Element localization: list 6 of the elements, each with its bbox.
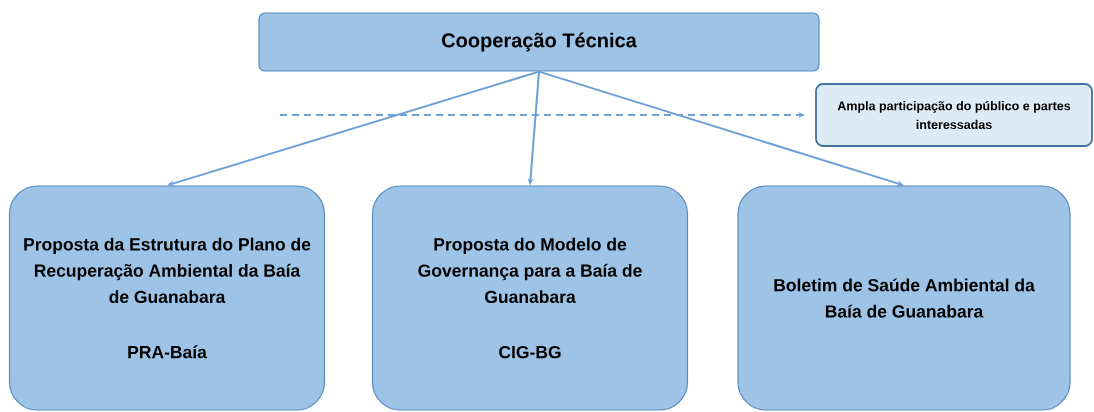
arrow (167, 70, 540, 187)
process-box: Boletim de Saúde Ambiental da Baía de Guanabara (737, 185, 1071, 411)
process-box: Proposta da Estrutura do Plano de Recuperação Ambiental da Baía de Guanabara PRA-Baía (8, 185, 326, 411)
process-box: Proposta do Modelo de Governança para a Baía de Guanabara CIG-BG (371, 185, 689, 411)
process-box: Cooperação Técnica (258, 12, 820, 72)
note-box: Ampla participação do público e partes interessadas (815, 83, 1093, 147)
